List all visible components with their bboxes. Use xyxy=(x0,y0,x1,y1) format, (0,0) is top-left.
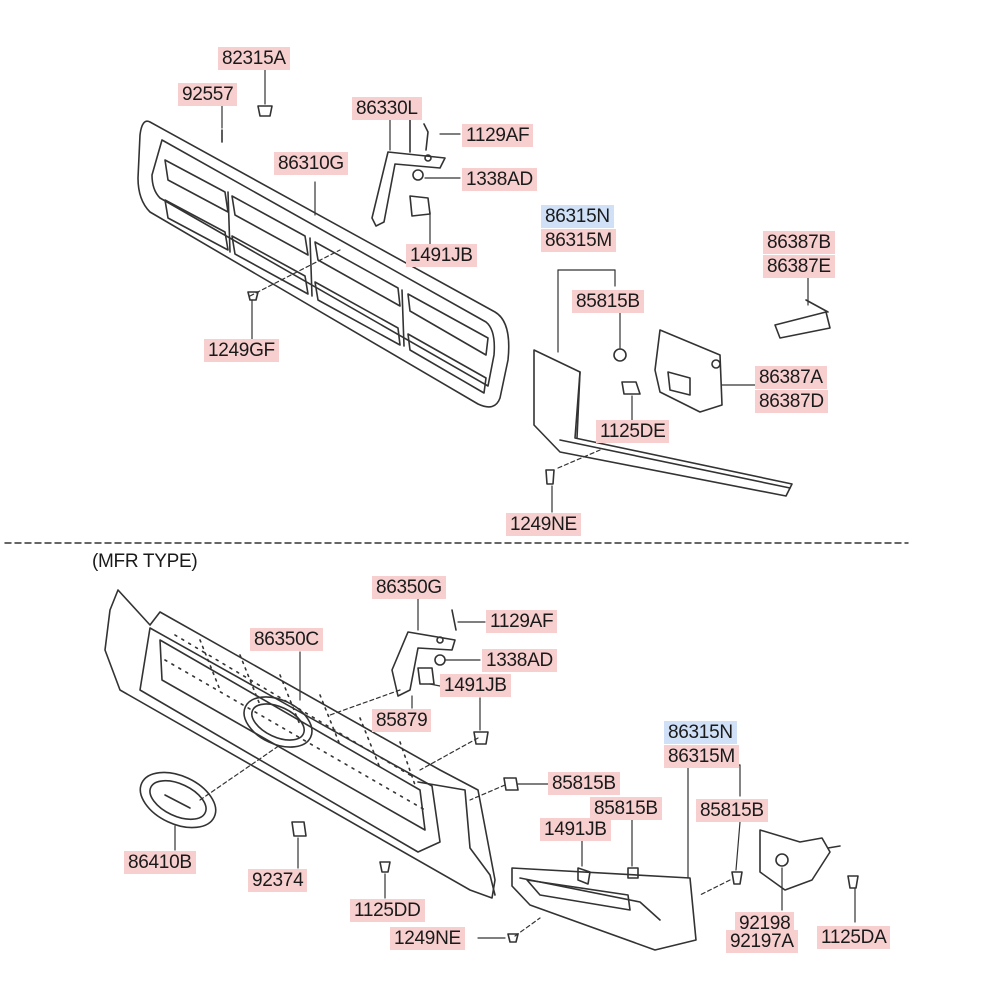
part-label-1491jb[interactable]: 1491JB xyxy=(406,244,477,267)
part-label-92557[interactable]: 92557 xyxy=(178,83,238,106)
part-label-86310g[interactable]: 86310G xyxy=(274,152,348,175)
lower-garnish-86315m-top xyxy=(533,349,793,497)
part-label-86387e[interactable]: 86387E xyxy=(763,255,835,278)
part-label-85815b[interactable]: 85815B xyxy=(572,290,644,313)
part-label-1249ne[interactable]: 1249NE xyxy=(506,513,581,536)
part-label-86315n-b[interactable]: 86315N xyxy=(664,721,737,744)
part-label-1491jb-b[interactable]: 1491JB xyxy=(440,674,511,697)
part-label-86410b[interactable]: 86410B xyxy=(124,851,196,874)
part-label-92374[interactable]: 92374 xyxy=(248,869,308,892)
part-label-86387b[interactable]: 86387B xyxy=(763,231,835,254)
part-label-82315a[interactable]: 82315A xyxy=(218,47,290,70)
part-label-1249ne-b[interactable]: 1249NE xyxy=(390,927,465,950)
part-label-1125de[interactable]: 1125DE xyxy=(596,420,670,443)
part-label-92197a[interactable]: 92197A xyxy=(726,930,798,953)
part-label-92198[interactable]: 92198 xyxy=(735,912,795,935)
lower-garnish-86315m-bottom xyxy=(417,781,697,951)
bracket-86350g xyxy=(391,609,457,697)
fasteners-bottom xyxy=(291,731,743,943)
part-label-1129af-b[interactable]: 1129AF xyxy=(486,610,558,633)
part-label-1491jb-c[interactable]: 1491JB xyxy=(540,818,611,841)
radiator-grille-86310g xyxy=(137,120,510,408)
part-label-85815b-b3[interactable]: 85815B xyxy=(696,799,768,822)
fasteners-top xyxy=(221,105,431,301)
part-label-1125dd[interactable]: 1125DD xyxy=(350,899,425,922)
bracket-86387a xyxy=(613,329,723,413)
part-label-1129af[interactable]: 1129AF xyxy=(462,124,534,147)
part-label-86387a[interactable]: 86387A xyxy=(755,366,827,389)
bracket-92198 xyxy=(759,829,859,891)
part-label-85815b-b2[interactable]: 85815B xyxy=(590,797,662,820)
part-label-86350g[interactable]: 86350G xyxy=(372,576,446,599)
part-label-1338ad-b[interactable]: 1338AD xyxy=(482,649,557,672)
variant-note: (MFR TYPE) xyxy=(92,551,198,572)
bracket-86330l xyxy=(371,119,446,227)
part-label-86315m-b[interactable]: 86315M xyxy=(664,745,739,768)
bracket-86387b xyxy=(774,299,831,339)
part-label-86330l[interactable]: 86330L xyxy=(352,97,422,120)
part-label-86350c[interactable]: 86350C xyxy=(250,628,323,651)
part-label-86315m[interactable]: 86315M xyxy=(541,229,616,252)
part-label-85879[interactable]: 85879 xyxy=(372,709,432,732)
part-label-1338ad[interactable]: 1338AD xyxy=(462,168,537,191)
part-label-86387d[interactable]: 86387D xyxy=(755,390,828,413)
part-label-85815b-b1[interactable]: 85815B xyxy=(548,772,620,795)
emblem-86410b xyxy=(139,771,217,829)
part-label-1125da[interactable]: 1125DA xyxy=(817,926,891,949)
part-label-1249gf[interactable]: 1249GF xyxy=(204,339,279,362)
part-label-86315n[interactable]: 86315N xyxy=(541,205,614,228)
